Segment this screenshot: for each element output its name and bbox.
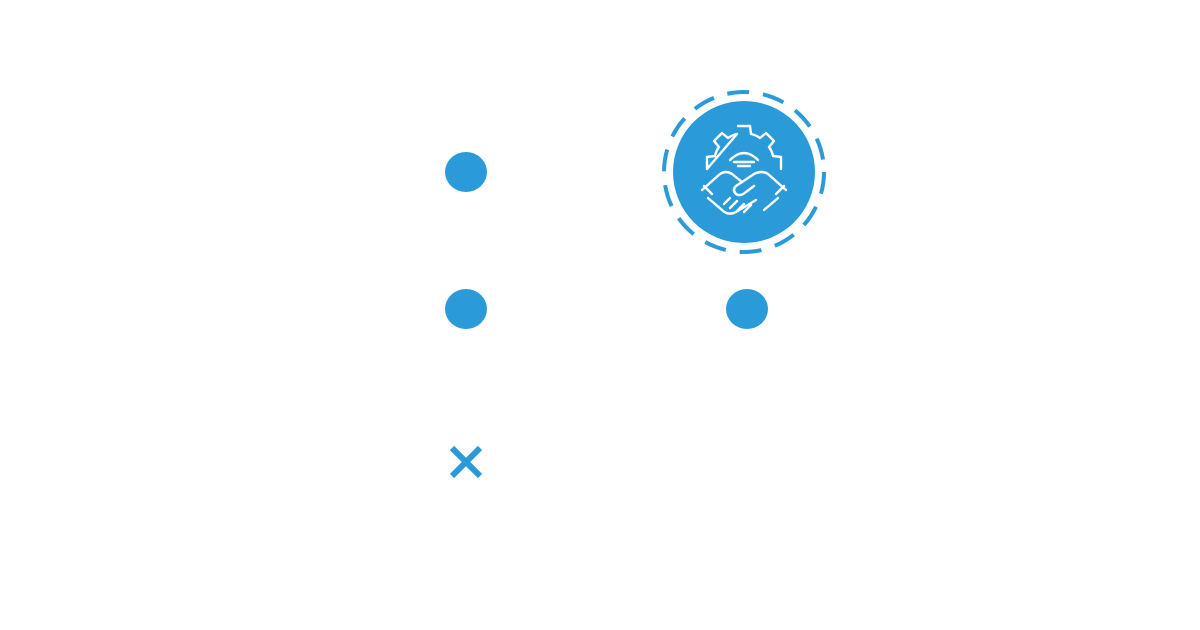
badge-circle [673, 101, 815, 243]
handshake-gear-badge [662, 90, 826, 254]
dot-icon [445, 152, 487, 192]
handshake-gear-icon [700, 124, 788, 215]
dot-icon [445, 289, 487, 329]
dashed-ring [662, 90, 826, 254]
close-icon[interactable] [447, 443, 485, 481]
dot-icon [726, 289, 768, 329]
